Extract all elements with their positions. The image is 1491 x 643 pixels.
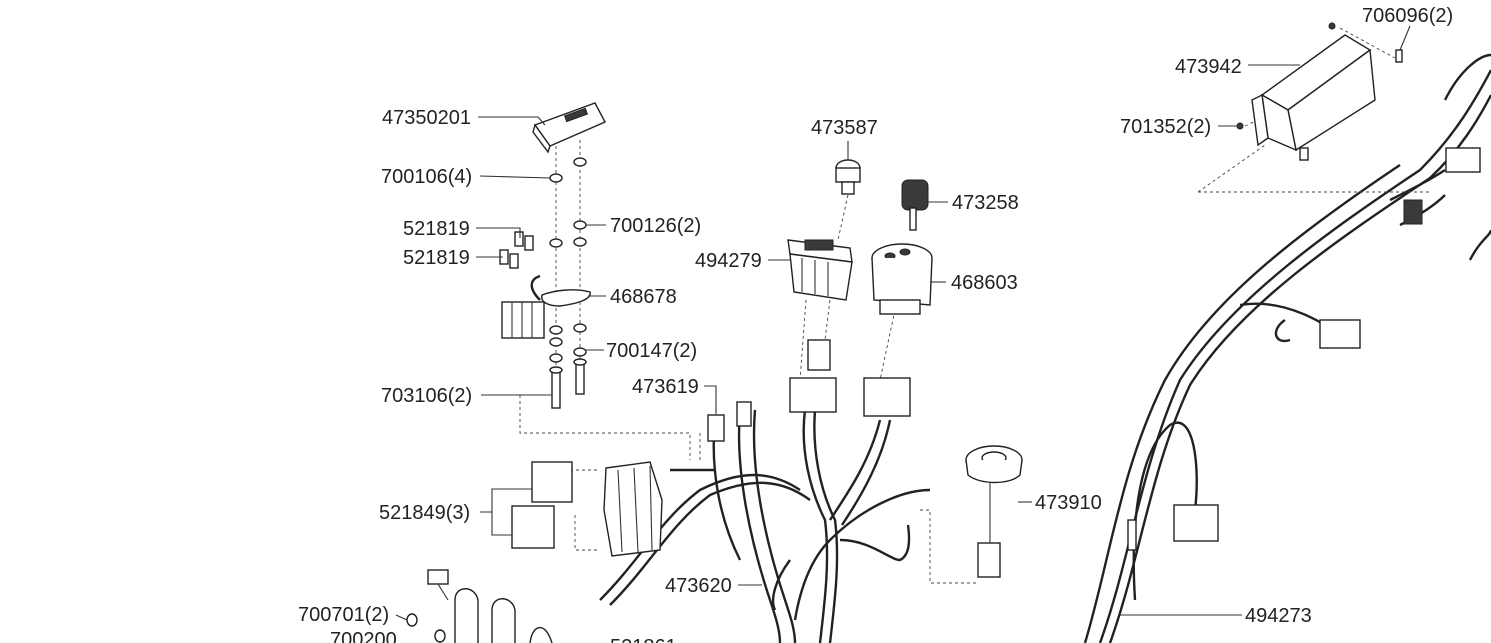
bus-bar-and-fuse-block <box>501 274 591 339</box>
switch-494279-part <box>787 239 853 301</box>
label-700147: 700147(2) <box>606 340 697 362</box>
part-number-labels: 706096(2) 473942 701352(2) 47350201 4735… <box>298 5 1453 643</box>
label-521819-bottom: 521819 <box>403 247 470 269</box>
fuse-parts <box>499 231 534 269</box>
label-521819-top: 521819 <box>403 218 470 240</box>
control-module-473942-part <box>1236 22 1403 161</box>
label-706096: 706096(2) <box>1362 5 1453 27</box>
left-wire-harness-473620 <box>599 409 931 643</box>
label-494273: 494273 <box>1245 605 1312 627</box>
label-521861: 521861 <box>610 636 677 643</box>
label-494279: 494279 <box>695 250 762 272</box>
label-700126: 700126(2) <box>610 215 701 237</box>
label-473942: 473942 <box>1175 56 1242 78</box>
key-473258-part <box>901 179 929 231</box>
label-700701: 700701(2) <box>298 604 389 626</box>
label-700106: 700106(4) <box>381 166 472 188</box>
right-harness-connectors <box>1127 147 1481 551</box>
mounting-bracket-part <box>406 569 553 643</box>
fuse-cover-part <box>532 102 606 154</box>
relays-521849-part <box>511 461 573 549</box>
label-473258: 473258 <box>952 192 1019 214</box>
harness-connectors-mid <box>707 339 1001 578</box>
nut-washer-stack <box>549 157 587 409</box>
label-473619: 473619 <box>632 376 699 398</box>
plug-473587-part <box>835 159 861 195</box>
label-473587: 473587 <box>811 117 878 139</box>
label-468603: 468603 <box>951 272 1018 294</box>
label-47350201: 47350201 <box>382 107 471 129</box>
grommet-473910-part <box>965 445 1023 484</box>
leader-lines <box>395 25 1411 621</box>
label-473910: 473910 <box>1035 492 1102 514</box>
relay-socket-block <box>603 461 663 557</box>
label-473620: 473620 <box>665 575 732 597</box>
label-700200: 700200 <box>330 629 397 643</box>
ignition-switch-468603-part <box>871 243 933 315</box>
label-701352: 701352(2) <box>1120 116 1211 138</box>
label-468678: 468678 <box>610 286 677 308</box>
label-521849: 521849(3) <box>379 502 470 524</box>
label-703106: 703106(2) <box>381 385 472 407</box>
